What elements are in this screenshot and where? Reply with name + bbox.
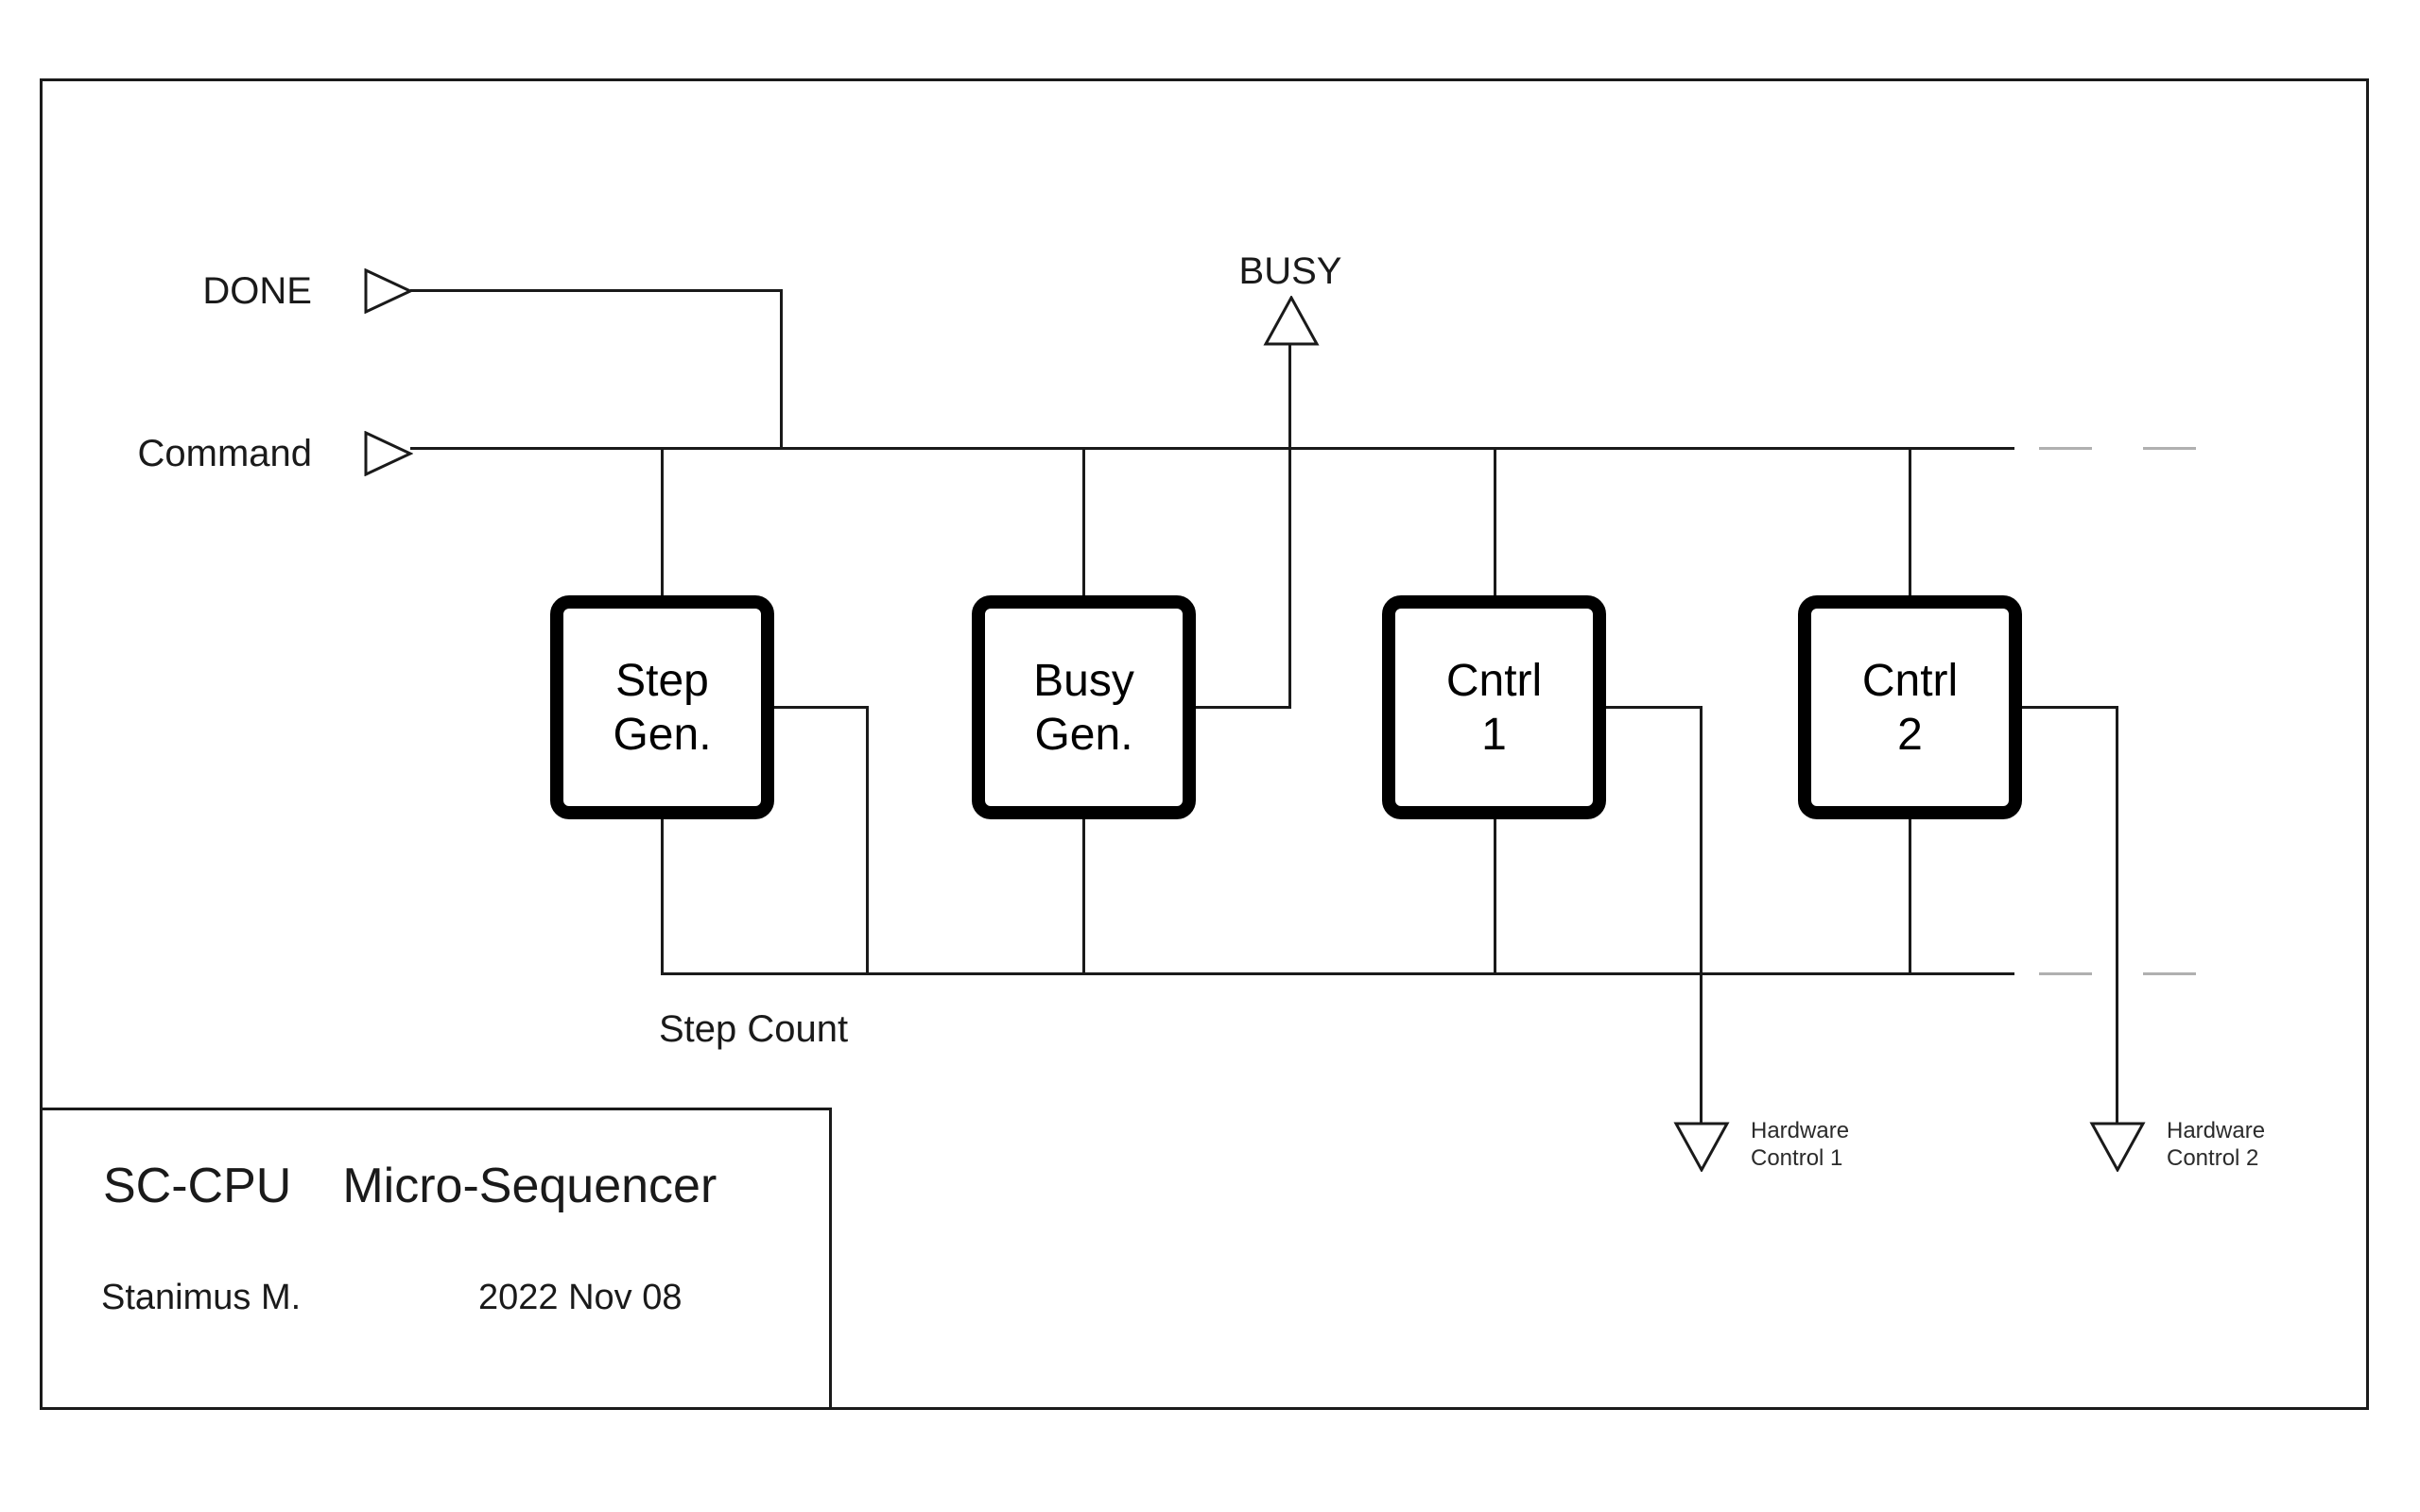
command-bus-dash-2 [2143, 447, 2196, 450]
title-name: Micro-Sequencer [342, 1159, 717, 1213]
command-label: Command [137, 433, 312, 474]
title-product: SC-CPU [103, 1159, 292, 1213]
cntrl-1-bottom-wire [1494, 816, 1496, 975]
step-count-bus-dash-2 [2143, 972, 2196, 975]
done-wire-vertical [780, 289, 783, 450]
title-block-date: 2022 Nov 08 [478, 1278, 683, 1317]
title-block-border [40, 1108, 832, 1410]
block-cntrl-2-line2: 2 [1897, 709, 1923, 760]
block-cntrl-1-line2: 1 [1481, 709, 1507, 760]
busy-wire-vertical [1288, 344, 1291, 709]
title-block-author: Stanimus M. [101, 1278, 302, 1317]
busy-gen-bottom-wire [1082, 816, 1085, 975]
title-block-title: SC-CPU Micro-Sequencer [103, 1157, 717, 1215]
command-drop-cntrl-2 [1909, 449, 1911, 598]
block-step-gen-line1: Step [615, 655, 709, 706]
hardware-control-2-label-line2: Control 2 [2167, 1145, 2259, 1171]
cntrl-2-out-horizontal [2019, 706, 2118, 709]
hardware-control-2-label: Hardware Control 2 [2167, 1117, 2265, 1172]
block-cntrl-2-line1: Cntrl [1861, 655, 1959, 706]
block-busy-gen-line2: Gen. [1034, 709, 1133, 760]
block-step-gen-line2: Gen. [613, 709, 712, 760]
busy-output-terminal-icon [1263, 296, 1320, 346]
block-cntrl-1: Cntrl 1 [1382, 595, 1606, 819]
hardware-control-2-label-line1: Hardware [2167, 1118, 2266, 1143]
command-input-terminal-icon [364, 431, 413, 476]
cntrl-2-out-vertical [2116, 706, 2118, 1124]
command-bus [410, 447, 2014, 450]
hardware-control-1-terminal-icon [1673, 1122, 1730, 1172]
step-gen-bottom-wire [661, 816, 664, 975]
busy-gen-out-horizontal [1194, 706, 1290, 709]
command-bus-dash-1 [2039, 447, 2092, 450]
busy-label: BUSY [1238, 250, 1342, 292]
block-step-gen: Step Gen. [550, 595, 774, 819]
hardware-control-1-label: Hardware Control 1 [1751, 1117, 1849, 1172]
hardware-control-1-label-line1: Hardware [1751, 1118, 1850, 1143]
done-wire-horizontal [410, 289, 783, 292]
command-drop-step-gen [661, 449, 664, 598]
done-label: DONE [202, 270, 312, 312]
block-busy-gen: Busy Gen. [972, 595, 1196, 819]
cntrl-1-out-vertical [1700, 706, 1703, 1124]
block-busy-gen-line1: Busy [1033, 655, 1134, 706]
step-gen-out-vertical [866, 706, 869, 975]
step-count-bus-dash-1 [2039, 972, 2092, 975]
step-count-label: Step Count [659, 1008, 849, 1050]
block-cntrl-1-line1: Cntrl [1445, 655, 1543, 706]
done-input-terminal-icon [364, 268, 413, 314]
step-count-bus [661, 972, 2014, 975]
command-drop-cntrl-1 [1494, 449, 1496, 598]
cntrl-1-out-horizontal [1605, 706, 1703, 709]
hardware-control-1-label-line2: Control 1 [1751, 1145, 1843, 1171]
command-drop-busy-gen [1082, 449, 1085, 598]
sheet-border [40, 78, 2369, 1410]
hardware-control-2-terminal-icon [2089, 1122, 2146, 1172]
step-gen-out-horizontal [771, 706, 869, 709]
block-cntrl-2: Cntrl 2 [1798, 595, 2022, 819]
cntrl-2-bottom-wire [1909, 816, 1911, 975]
